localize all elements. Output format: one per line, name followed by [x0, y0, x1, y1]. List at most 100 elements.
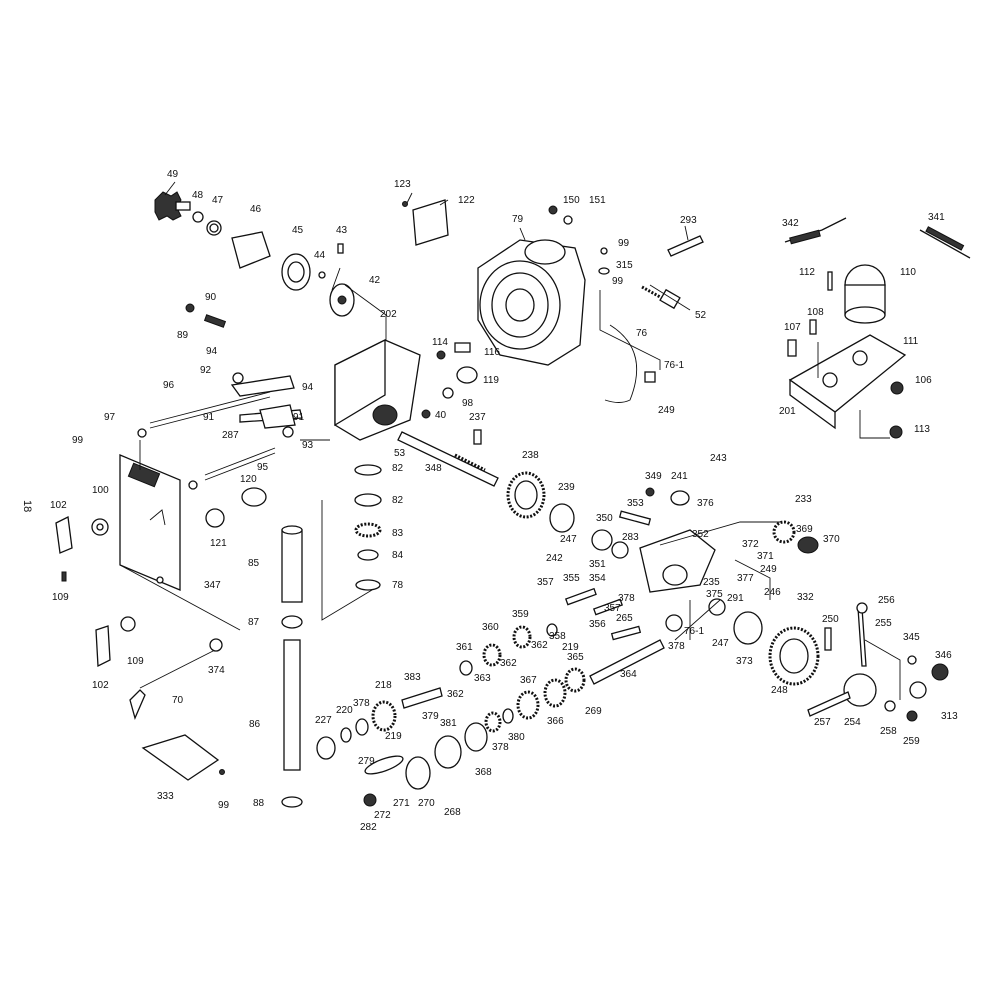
part-label: 70 — [172, 695, 184, 706]
part-label: 227 — [315, 715, 332, 726]
part-label: 347 — [204, 580, 221, 591]
part-label: 46 — [250, 204, 262, 215]
part-label: 255 — [875, 618, 892, 629]
part-label: 78 — [392, 580, 404, 591]
part-label: 333 — [157, 791, 174, 802]
part-label: 108 — [807, 307, 824, 318]
part-label: 122 — [458, 195, 475, 206]
part-label: 247 — [560, 534, 577, 545]
part-label: 219 — [385, 731, 402, 742]
part-label: 287 — [222, 430, 239, 441]
part-label: 368 — [475, 767, 492, 778]
part-label: 374 — [208, 665, 225, 676]
part-label: 106 — [915, 375, 932, 386]
part-label: 119 — [483, 375, 499, 386]
part-labels: 49 48 47 46 45 44 43 42 123 122 79 150 1… — [50, 169, 958, 833]
part-label: 354 — [589, 573, 606, 584]
part-label: 116 — [484, 347, 500, 358]
part-label: 357 — [604, 603, 621, 614]
part-label: 365 — [567, 652, 584, 663]
part-label: 372 — [742, 539, 759, 550]
part-label: 53 — [394, 448, 406, 459]
dial-ring-icon — [231, 231, 271, 269]
part-label: 378 — [353, 698, 370, 709]
part-label: 241 — [671, 471, 688, 482]
part-label: 235 — [703, 577, 720, 588]
part-label: 256 — [878, 595, 895, 606]
part-label: 201 — [779, 406, 796, 417]
part-label: 109 — [127, 656, 144, 667]
part-label: 100 — [92, 485, 109, 496]
part-label: 113 — [914, 424, 930, 435]
part-label: 341 — [928, 212, 945, 223]
part-label: 348 — [425, 463, 442, 474]
part-label: 83 — [392, 528, 404, 539]
gear-train — [316, 623, 665, 807]
part-label: 375 — [706, 589, 723, 600]
lever-assembly — [807, 602, 949, 722]
part-label: 378 — [668, 641, 685, 652]
part-label: 373 — [736, 656, 753, 667]
part-label: 249 — [760, 564, 777, 575]
part-label: 91 — [293, 412, 305, 423]
part-label: 48 — [192, 190, 204, 201]
part-label: 315 — [616, 260, 633, 271]
part-label: 380 — [508, 732, 525, 743]
part-label: 272 — [374, 810, 391, 821]
part-label: 84 — [392, 550, 404, 561]
part-label: 355 — [563, 573, 580, 584]
feed-gearbox — [564, 487, 820, 686]
part-label: 349 — [645, 471, 662, 482]
part-label: 112 — [799, 267, 815, 278]
part-label: 243 — [710, 453, 727, 464]
part-label: 358 — [549, 631, 566, 642]
cover-plate — [402, 199, 449, 246]
part-label: 219 — [562, 642, 579, 653]
handwheel-assembly — [154, 191, 355, 317]
motor-assembly — [784, 217, 971, 439]
part-label: 359 — [512, 609, 529, 620]
part-label: 79 — [512, 214, 524, 225]
part-label: 313 — [941, 711, 958, 722]
part-label: 363 — [474, 673, 491, 684]
part-label: 86 — [249, 719, 261, 730]
part-label: 369 — [796, 524, 813, 535]
part-label: 91 — [203, 412, 215, 423]
part-label: 248 — [771, 685, 788, 696]
part-label: 76-1 — [684, 626, 704, 637]
part-label: 45 — [292, 225, 304, 236]
part-label: 114 — [432, 337, 448, 348]
part-label: 279 — [358, 756, 375, 767]
part-label: 107 — [784, 322, 801, 333]
part-label: 98 — [462, 398, 474, 409]
part-label: 250 — [822, 614, 839, 625]
part-label: 362 — [500, 658, 517, 669]
front-panel — [55, 454, 267, 591]
part-label: 293 — [680, 215, 697, 226]
part-label: 254 — [844, 717, 861, 728]
part-label: 381 — [440, 718, 457, 729]
part-label: 82 — [392, 463, 404, 474]
page-number: 18 — [21, 500, 33, 512]
part-label: 202 — [380, 309, 397, 320]
part-label: 97 — [104, 412, 116, 423]
part-label: 76 — [636, 328, 648, 339]
part-label: 82 — [392, 495, 404, 506]
part-label: 259 — [903, 736, 920, 747]
part-label: 353 — [627, 498, 644, 509]
part-label: 93 — [302, 440, 314, 451]
feed-levers — [137, 303, 303, 490]
part-label: 99 — [618, 238, 630, 249]
part-label: 271 — [393, 798, 410, 809]
part-label: 99 — [72, 435, 84, 446]
part-label: 242 — [546, 553, 563, 564]
part-label: 282 — [360, 822, 377, 833]
part-label: 268 — [444, 807, 461, 818]
head-casting — [334, 338, 482, 445]
part-label: 40 — [435, 410, 447, 421]
part-label: 76-1 — [664, 360, 684, 371]
part-label: 346 — [935, 650, 952, 661]
leader-lines — [119, 181, 901, 700]
part-label: 376 — [697, 498, 714, 509]
part-label: 85 — [248, 558, 260, 569]
